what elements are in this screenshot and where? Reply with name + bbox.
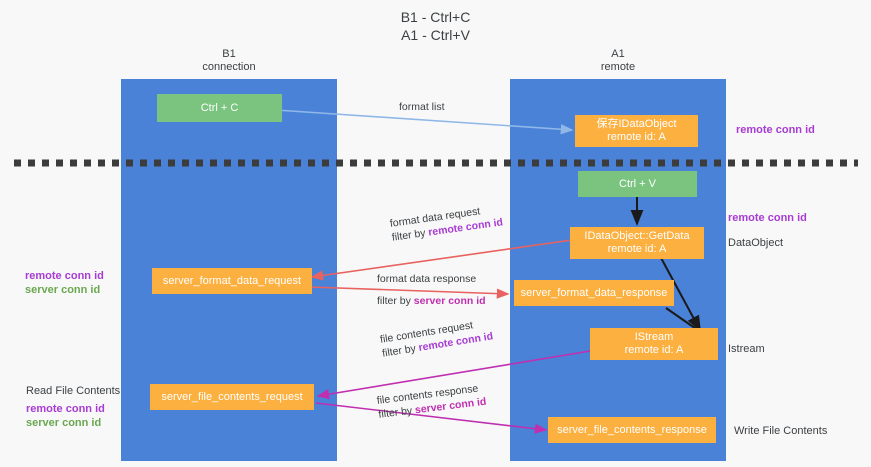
node-ctrl-c[interactable]: Ctrl + C bbox=[157, 94, 282, 122]
edge-label-format-data-response-line2: filter by server conn id bbox=[377, 294, 486, 308]
page-title: B1 - Ctrl+C A1 - Ctrl+V bbox=[400, 9, 471, 43]
filter-by-text: filter by bbox=[377, 295, 414, 307]
edge-label-format-data-response: format data response filter by server co… bbox=[377, 272, 486, 308]
node-ctrl-v[interactable]: Ctrl + V bbox=[578, 171, 697, 197]
label-left-server-conn-id: server conn id bbox=[25, 284, 101, 296]
label-right-write-file-contents: Write File Contents bbox=[734, 425, 828, 437]
label-right-remote-conn-id-mid: remote conn id bbox=[728, 212, 807, 224]
node-idataobject-getdata[interactable]: IDataObject::GetData remote id: A bbox=[570, 227, 704, 259]
edge-label-file-contents-request: file contents request filter by remote c… bbox=[379, 315, 494, 360]
label-left-remote-conn-id: remote conn id bbox=[25, 270, 104, 282]
edge-label-format-data-response-line1: format data response bbox=[377, 273, 477, 285]
node-server-format-data-request[interactable]: server_format_data_request bbox=[152, 268, 312, 294]
node-server-file-contents-response[interactable]: server_file_contents_response bbox=[548, 417, 716, 443]
label-right-remote-conn-id-top: remote conn id bbox=[736, 124, 815, 136]
filter-by-text: filter by bbox=[377, 404, 416, 421]
edge-label-file-contents-response: file contents response filter by server … bbox=[376, 381, 487, 422]
node-server-format-data-response[interactable]: server_format_data_response bbox=[514, 280, 674, 306]
node-istream[interactable]: IStream remote id: A bbox=[590, 328, 718, 360]
edge-label-format-list-line1: format list bbox=[399, 101, 445, 113]
label-left-server-conn-id-2: server conn id bbox=[26, 417, 102, 429]
column-header-b1: B1 connection bbox=[202, 48, 256, 73]
label-right-istream: Istream bbox=[728, 343, 765, 355]
label-left-read-file-contents: Read File Contents bbox=[26, 385, 121, 397]
edge-label-format-data-request: format data request filter by remote con… bbox=[389, 201, 504, 244]
label-left-remote-conn-id-2: remote conn id bbox=[26, 403, 105, 415]
node-server-file-contents-request[interactable]: server_file_contents_request bbox=[150, 384, 314, 410]
label-right-dataobject: DataObject bbox=[728, 237, 784, 249]
column-header-a1: A1 remote bbox=[600, 48, 636, 73]
accent-server-conn-id: server conn id bbox=[413, 295, 486, 307]
edge-label-format-list: format list bbox=[399, 100, 445, 114]
filter-by-text: filter by bbox=[391, 226, 430, 244]
node-save-idataobject[interactable]: 保存IDataObject remote id: A bbox=[575, 115, 698, 147]
